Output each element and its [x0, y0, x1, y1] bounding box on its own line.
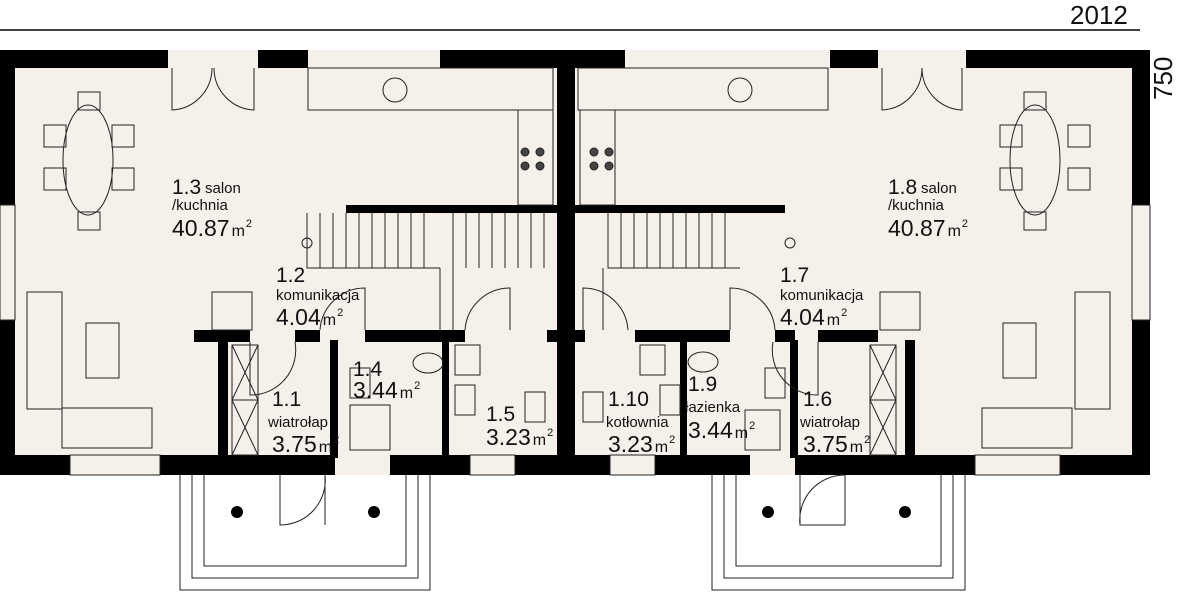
svg-text:wiatrołap: wiatrołap — [799, 414, 860, 431]
svg-text:komunikacja: komunikacja — [780, 287, 864, 304]
svg-text:2: 2 — [246, 218, 252, 230]
svg-text:3.23: 3.23 — [608, 431, 653, 457]
room-label-1.5: 1.5 3.23 m 2 — [486, 403, 553, 450]
svg-text:m: m — [827, 312, 840, 329]
svg-text:1.2: 1.2 — [276, 264, 305, 287]
svg-text:3.75: 3.75 — [272, 431, 317, 457]
svg-text:2: 2 — [962, 218, 968, 230]
svg-text:/kuchnia: /kuchnia — [172, 197, 229, 214]
svg-text:4.04: 4.04 — [276, 304, 321, 330]
svg-text:2: 2 — [333, 434, 339, 446]
svg-text:1.8: 1.8 — [888, 176, 917, 199]
svg-text:3.23: 3.23 — [486, 424, 531, 450]
svg-text:3.44: 3.44 — [688, 417, 733, 443]
room-label-1.9: 1.9 łazienka 3.44 m 2 — [685, 373, 755, 443]
room-label-1.3: 1.3 salon /kuchnia 40.87 m 2 — [172, 176, 252, 241]
svg-text:2: 2 — [841, 307, 847, 319]
svg-text:1.7: 1.7 — [780, 264, 809, 287]
svg-text:40.87: 40.87 — [888, 215, 946, 241]
width-dimension: 2012 — [1070, 0, 1128, 30]
svg-text:wiatrołap: wiatrołap — [267, 414, 328, 431]
svg-text:m: m — [735, 425, 748, 442]
svg-text:m: m — [655, 439, 668, 456]
svg-text:komunikacja: komunikacja — [276, 287, 360, 304]
svg-text:/kuchnia: /kuchnia — [888, 197, 945, 214]
svg-text:m: m — [533, 432, 546, 449]
room-label-1.2: 1.2 komunikacja 4.04 m 2 — [276, 264, 360, 330]
room-label-1.4: 1.4 3.44 m 2 — [353, 358, 420, 403]
svg-text:2: 2 — [864, 434, 870, 446]
svg-text:m: m — [319, 439, 332, 456]
svg-text:2: 2 — [749, 420, 755, 432]
svg-text:1.3: 1.3 — [172, 176, 201, 199]
svg-text:1.6: 1.6 — [803, 388, 832, 411]
svg-text:3.44: 3.44 — [353, 377, 398, 403]
walls — [0, 50, 1150, 475]
room-label-1.10: 1.10 kotłownia 3.23 m 2 — [606, 388, 675, 457]
porch-columns — [231, 506, 911, 518]
svg-text:1.5: 1.5 — [486, 403, 515, 426]
svg-text:2: 2 — [337, 307, 343, 319]
depth-dimension: 750 — [1148, 57, 1178, 100]
room-label-1.6: 1.6 wiatrołap 3.75 m 2 — [799, 388, 870, 457]
svg-text:1.1: 1.1 — [272, 388, 301, 411]
svg-text:salon: salon — [921, 180, 957, 197]
svg-text:4.04: 4.04 — [780, 304, 825, 330]
svg-text:m: m — [232, 223, 245, 240]
room-label-1.1: 1.1 wiatrołap 3.75 m 2 — [267, 388, 339, 457]
svg-text:1.9: 1.9 — [688, 373, 717, 396]
svg-text:m: m — [400, 385, 413, 402]
svg-text:kotłownia: kotłownia — [606, 414, 669, 431]
svg-text:40.87: 40.87 — [172, 215, 230, 241]
svg-text:2: 2 — [547, 427, 553, 439]
fixtures — [0, 67, 1151, 591]
svg-text:m: m — [850, 439, 863, 456]
svg-text:2: 2 — [669, 434, 675, 446]
svg-text:3.75: 3.75 — [803, 431, 848, 457]
svg-text:1.10: 1.10 — [608, 388, 649, 411]
svg-text:1.4: 1.4 — [353, 358, 383, 381]
svg-text:2: 2 — [414, 380, 420, 392]
svg-text:m: m — [323, 312, 336, 329]
svg-text:m: m — [948, 223, 961, 240]
room-label-1.8: 1.8 salon /kuchnia 40.87 m 2 — [888, 176, 968, 241]
room-label-1.7: 1.7 komunikacja 4.04 m 2 — [780, 264, 864, 330]
svg-text:salon: salon — [205, 180, 241, 197]
svg-text:łazienka: łazienka — [685, 399, 741, 416]
